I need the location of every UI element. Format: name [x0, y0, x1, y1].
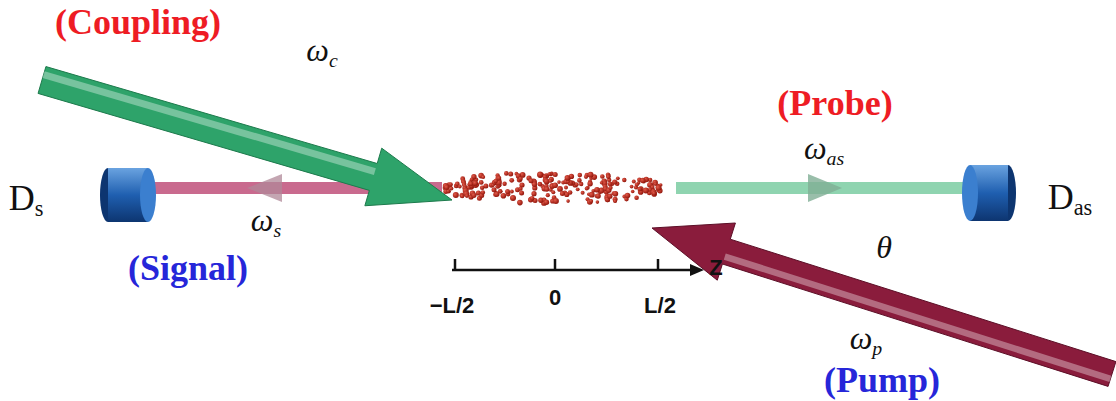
beam-role-label: (Signal): [128, 250, 248, 286]
z-axis: [452, 259, 704, 276]
frequency-symbol: ωc: [306, 34, 337, 71]
probe-direction-arrow: [808, 174, 842, 202]
beam-role-label: (Coupling): [55, 4, 221, 40]
atom-cloud: [443, 171, 663, 206]
frequency-symbol: ωs: [251, 204, 281, 241]
angle-symbol: θ: [876, 231, 892, 263]
beam-role-label: (Pump): [824, 362, 940, 398]
coupling-beam-arrow: [38, 67, 452, 206]
frequency-symbol: ωas: [804, 132, 844, 169]
axis-name: Z: [709, 257, 722, 279]
axis-tick-label: L/2: [644, 295, 676, 317]
signal-direction-arrow: [247, 174, 282, 202]
beam-role-label: (Probe): [777, 85, 892, 121]
axis-tick-label: −L/2: [430, 295, 475, 317]
detector-label: Ds: [9, 180, 44, 221]
detector-label: Das: [1048, 179, 1093, 220]
antistokes-detector: [962, 165, 1016, 221]
frequency-symbol: ωp: [850, 322, 883, 359]
signal-detector: [100, 168, 156, 222]
axis-tick-label: 0: [549, 287, 561, 309]
